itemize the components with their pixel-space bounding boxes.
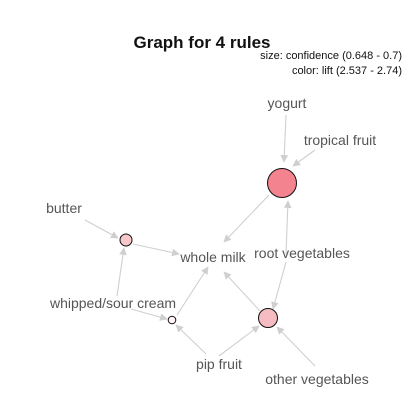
rule-node-1[interactable] — [267, 168, 297, 198]
item-other-vegetables[interactable]: other vegetables — [265, 371, 369, 387]
rule-nodes — [119, 168, 297, 328]
edge-root-vegetables-rule4 — [271, 261, 287, 310]
item-yogurt[interactable]: yogurt — [268, 95, 307, 111]
item-tropical-fruit[interactable]: tropical fruit — [304, 132, 376, 148]
item-whipped-sour-cream[interactable]: whipped/sour cream — [49, 295, 176, 311]
edge-rule3-whole-milk — [132, 243, 180, 257]
edges — [84, 114, 316, 367]
item-whole-milk[interactable]: whole milk — [179, 249, 246, 265]
rule-node-3[interactable] — [119, 233, 133, 247]
edge-other-vegetables-rule4 — [276, 326, 316, 367]
edge-butter-rule3 — [84, 219, 119, 239]
item-butter[interactable]: butter — [46, 200, 82, 216]
edge-whipped-sour-cream-rule5 — [130, 308, 168, 321]
item-root-vegetables[interactable]: root vegetables — [254, 245, 350, 261]
item-pip-fruit[interactable]: pip fruit — [196, 356, 242, 372]
legend-color: color: lift (2.537 - 2.74) — [292, 65, 402, 77]
edge-rule5-whole-milk — [176, 266, 209, 316]
item-labels: yogurt tropical fruit butter whole milk … — [46, 95, 376, 387]
edge-pip-fruit-rule4 — [218, 325, 260, 357]
legend-size: size: confidence (0.648 - 0.7) — [260, 50, 402, 62]
edge-tropical-fruit-rule1 — [292, 149, 316, 167]
edge-whipped-sour-cream-rule3 — [116, 247, 127, 297]
edge-rule4-whole-milk — [223, 271, 261, 312]
edge-pip-fruit-rule5 — [175, 324, 207, 355]
edge-rule1-whole-milk — [223, 194, 270, 243]
graph-title: Graph for 4 rules — [134, 33, 271, 52]
rule-node-4[interactable] — [258, 308, 278, 328]
edge-root-vegetables-rule1 — [283, 200, 292, 255]
rule-node-5[interactable] — [167, 315, 177, 325]
edge-yogurt-rule1 — [280, 114, 289, 163]
